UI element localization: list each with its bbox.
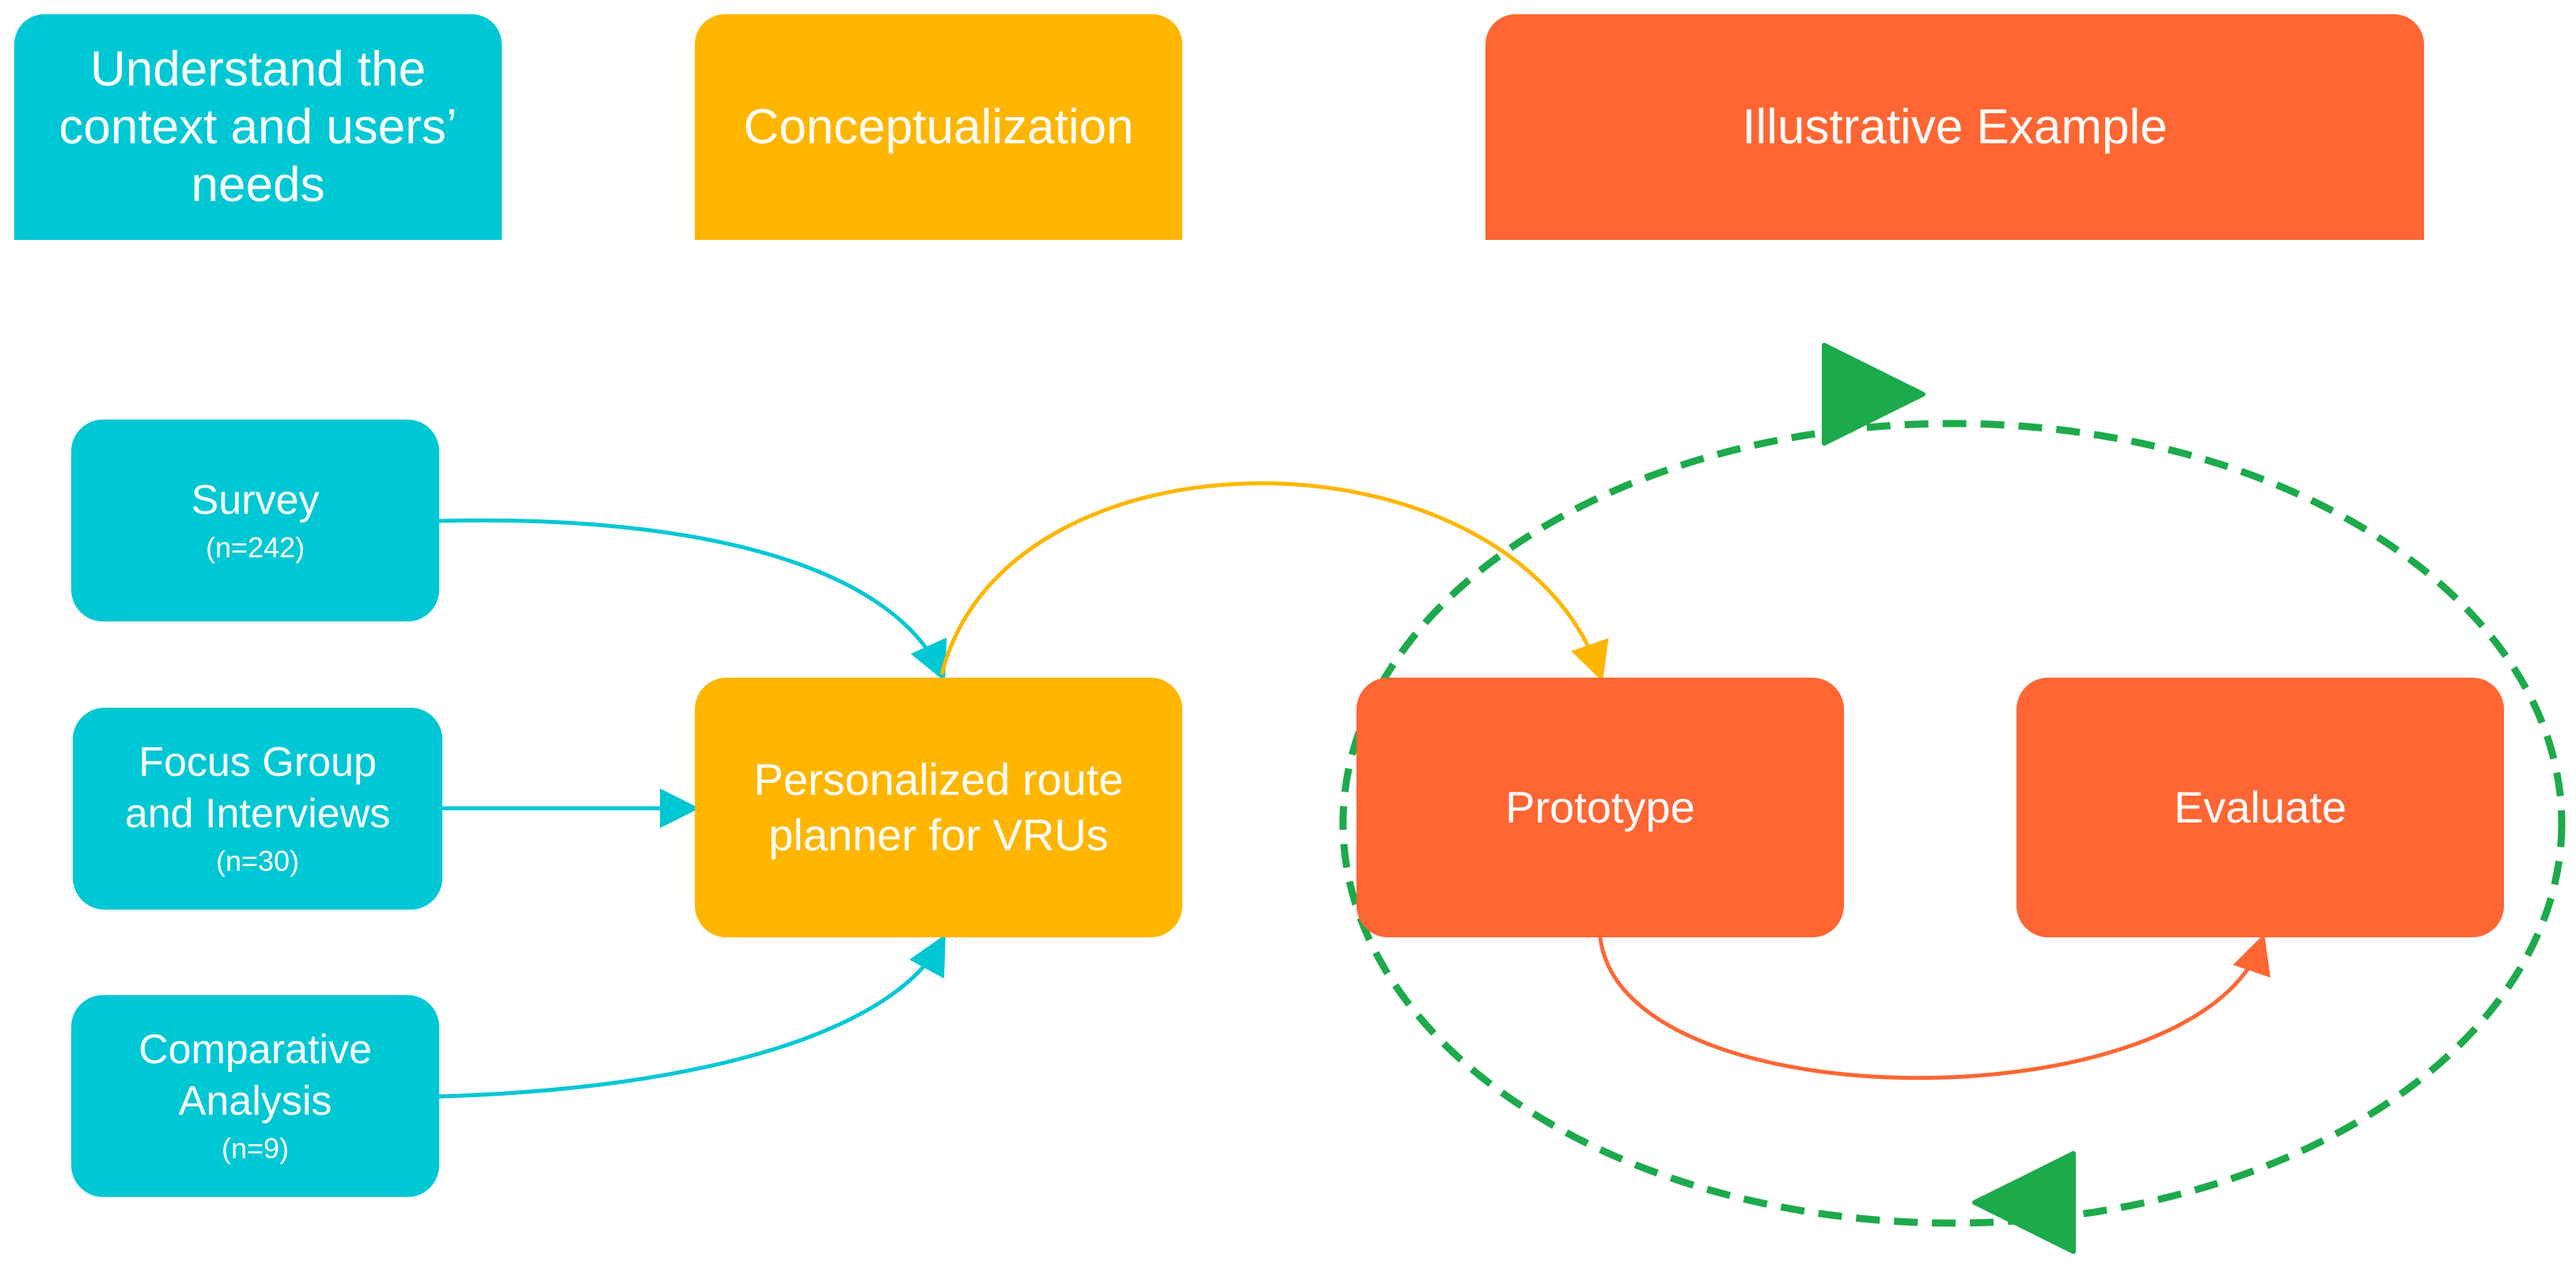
header-conceptualization: Conceptualization [695,14,1182,240]
survey-sample-size: (n=242) [205,530,305,564]
comparative-to-planner-connector [438,934,946,1099]
prototype-node: Prototype [1356,678,1844,937]
header-illustrative-example: Illustrative Example [1485,14,2424,240]
focus-group-node: Focus Group and Interviews (n=30) [73,708,442,910]
cycle-arrow-top-icon [1822,343,1925,446]
survey-to-planner-connector [438,518,947,682]
planner-to-prototype-connector [939,481,1609,682]
prototype-title: Prototype [1505,782,1695,832]
focus-group-sample-size: (n=30) [215,845,300,878]
comparative-analysis-node: Comparative Analysis (n=9) [71,995,439,1197]
evaluate-title: Evaluate [2174,782,2346,832]
header-conceptualization-label: Conceptualization [743,99,1134,154]
route-planner-node: Personalized route planner for VRUs [695,678,1182,937]
focus-group-title: Focus Group and Interviews [124,739,391,838]
iteration-cycle-dashed-ring [1339,420,2566,1227]
comparative-analysis-title: Comparative Analysis [138,1027,372,1125]
survey-title: Survey [191,477,320,523]
header-understand-context: Understand the context and users’ needs [14,14,502,240]
route-planner-title: Personalized route planner for VRUs [753,754,1124,860]
evaluate-node: Evaluate [2016,678,2504,937]
header-illustrative-label: Illustrative Example [1742,99,2168,154]
survey-node: Survey (n=242) [71,420,439,621]
cycle-arrow-bottom-icon [1972,1151,2076,1254]
prototype-to-evaluate-connector [1598,933,2271,1081]
comparative-analysis-sample-size: (n=9) [221,1132,290,1165]
header-understand-label: Understand the context and users’ needs [59,41,457,213]
